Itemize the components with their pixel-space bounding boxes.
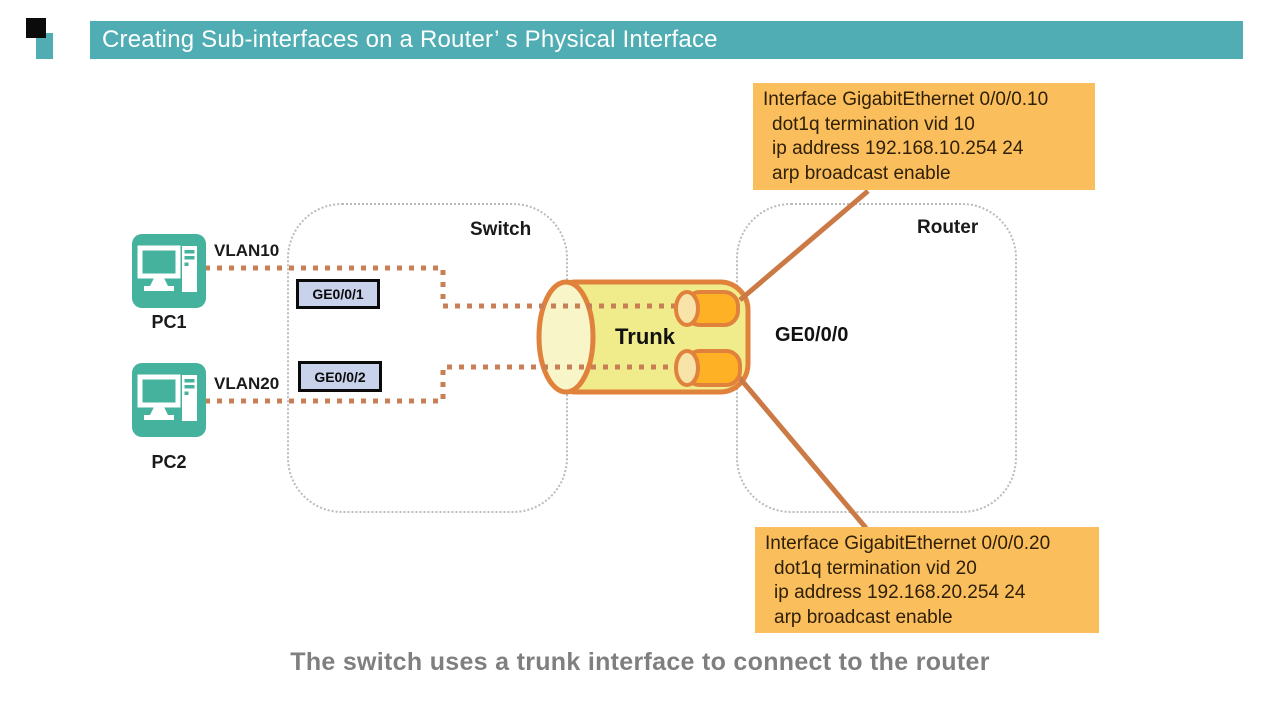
- router-interface-ge0-0-0-label: GE0/0/0: [775, 324, 849, 346]
- config-line: Interface GigabitEthernet 0/0/0.10: [763, 89, 1049, 110]
- subinterface-cylinder-top: [674, 290, 740, 327]
- leader-line-bottom-callout: [736, 374, 868, 530]
- switch-port-ge0-0-1: GE0/0/1: [296, 279, 380, 309]
- callout-subinterface-10-config: Interface GigabitEthernet 0/0/0.10 dot1q…: [753, 83, 1095, 190]
- pc2-label: PC2: [151, 452, 187, 472]
- switch-port-ge0-0-2: GE0/0/2: [298, 361, 382, 392]
- header-accent-black-square: [26, 18, 46, 38]
- config-line: arp broadcast enable: [772, 162, 951, 184]
- slide-caption: The switch uses a trunk interface to con…: [290, 648, 990, 676]
- vlan20-label: VLAN20: [214, 374, 280, 393]
- trunk-label: Trunk: [615, 324, 675, 349]
- header-accent-teal-square: [36, 33, 53, 59]
- config-line: Interface GigabitEthernet 0/0/0.20: [765, 533, 1051, 554]
- config-line: arp broadcast enable: [774, 606, 953, 628]
- leader-line-top-callout: [738, 189, 870, 302]
- slide-title: Creating Sub-interfaces on a Router’ s P…: [90, 21, 1243, 59]
- config-line: dot1q termination vid 10: [772, 113, 975, 135]
- callout-subinterface-20-config: Interface GigabitEthernet 0/0/0.20 dot1q…: [755, 527, 1099, 633]
- vlan10-link-line: [205, 265, 678, 309]
- config-line: ip address 192.168.10.254 24: [772, 138, 1024, 159]
- vlan20-link-line: [205, 364, 678, 404]
- vlan10-label: VLAN10: [214, 241, 280, 260]
- config-line: ip address 192.168.20.254 24: [774, 582, 1026, 603]
- pc2-computer-icon: [132, 363, 206, 437]
- pc1-label: PC1: [151, 312, 187, 332]
- switch-label: Switch: [470, 219, 532, 240]
- pc1-computer-icon: [132, 234, 206, 308]
- subinterface-cylinder-bottom: [674, 349, 742, 387]
- router-label: Router: [917, 217, 979, 238]
- config-line: dot1q termination vid 20: [774, 557, 977, 579]
